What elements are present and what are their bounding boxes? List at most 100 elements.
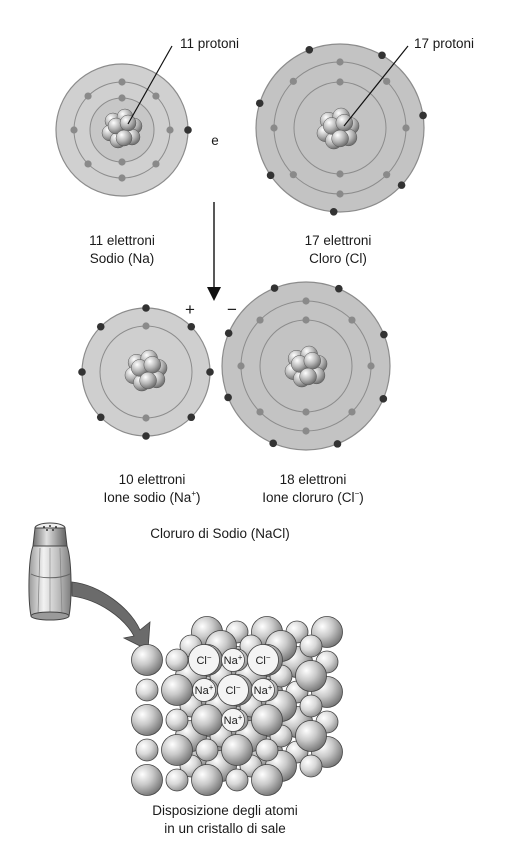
chlorine-electron-shell1 <box>336 170 344 178</box>
crystal-caption-line1: Disposizione degli atomi <box>152 803 298 818</box>
nucleon <box>331 129 349 148</box>
sodium-ion-electron-shell1 <box>142 322 150 330</box>
chlorine-name-label: Cloro (Cl) <box>309 251 367 266</box>
chloride-sphere <box>161 674 193 706</box>
labelled-sodium-sphere <box>221 648 245 672</box>
electrons-layer <box>70 46 427 448</box>
chlorine-electron-shell2 <box>402 124 410 132</box>
chloride-ion-electron-shell2 <box>256 316 264 324</box>
sodium-sphere <box>135 738 159 762</box>
nucleon <box>299 367 317 386</box>
ion-sodium-name-label: Ione sodio (Na+) <box>104 489 201 505</box>
crystal-label-na-3: Na+ <box>254 683 273 697</box>
labelled-chloride-sphere <box>188 644 220 676</box>
nucleon <box>115 129 133 147</box>
nucleon <box>143 356 161 374</box>
chloride-ion-electron-shell3 <box>224 329 233 337</box>
crystal-label-na-4: Na+ <box>224 713 243 727</box>
chloride-ion-electron-shell1 <box>302 316 310 324</box>
chlorine-valence-electron <box>397 181 406 189</box>
sodium-electron-shell2 <box>118 78 126 86</box>
labelled-sodium-sphere <box>251 678 275 702</box>
minus-sign: − <box>227 300 237 319</box>
plus-sign: + <box>185 300 195 319</box>
ion-sodium-electrons-label: 10 elettroni <box>119 472 186 487</box>
chlorine-electron-shell2 <box>289 77 297 85</box>
chloride-sphere <box>161 734 193 766</box>
sodium-ion-electron-shell2 <box>206 368 214 376</box>
chloride-ion-electron-shell2 <box>367 362 375 370</box>
sodium-electron-shell1 <box>118 94 126 102</box>
sodium-electron-shell2 <box>118 174 126 182</box>
chloride-ion-electron-shell3 <box>269 439 277 448</box>
chlorine-protons-label: 17 protoni <box>414 36 474 51</box>
crystal-labels: Cl− Na+ Cl− Na+ Cl− Na+ Na+ <box>195 653 273 727</box>
nucleon <box>139 371 157 390</box>
chloride-sphere <box>251 764 283 796</box>
chloride-ion-electron-shell1 <box>302 408 310 416</box>
sodium-electron-shell2 <box>166 126 174 134</box>
compound-label: Cloruro di Sodio (NaCl) <box>150 526 290 541</box>
chlorine-valence-electron <box>255 99 264 108</box>
sodium-ion-electron-shell2 <box>187 322 196 331</box>
sodium-sphere <box>299 694 323 718</box>
sodium-sphere <box>195 738 219 762</box>
nucleon <box>303 352 321 370</box>
conjunction-label: e <box>211 133 219 148</box>
sodium-electron-shell2 <box>84 160 92 168</box>
sodium-electron-shell2 <box>152 160 160 168</box>
chlorine-proton-pointer <box>343 45 409 127</box>
chloride-ion-nucleus <box>284 345 328 388</box>
sodium-protons-label: 11 protoni <box>180 36 239 51</box>
sodium-electron-shell2 <box>84 92 92 100</box>
chloride-sphere <box>131 644 163 676</box>
chloride-ion-electron-shell3 <box>270 284 279 292</box>
chloride-sphere <box>191 764 223 796</box>
chloride-ion-electron-shell3 <box>333 440 342 448</box>
reaction-arrow-head <box>207 287 221 301</box>
sodium-sphere <box>135 678 159 702</box>
sodium-sphere <box>165 708 189 732</box>
chlorine-valence-electron <box>305 46 314 54</box>
chlorine-valence-electron <box>419 111 427 120</box>
chloride-ion-electron-shell3 <box>379 395 388 403</box>
chloride-ion <box>221 281 391 451</box>
sodium-sphere <box>299 634 323 658</box>
sodium-valence-electron <box>184 126 192 134</box>
chloride-ion-electron-shell3 <box>224 393 232 402</box>
chloride-ion-electron-shell2 <box>302 427 310 435</box>
crystal-label-cl-1: Cl− <box>196 653 211 667</box>
chlorine-electron-shell1 <box>336 78 344 86</box>
sodium-sphere <box>299 754 323 778</box>
chloride-ion-electron-shell2 <box>348 316 356 324</box>
chloride-ion-electron-shell3 <box>380 330 388 339</box>
sodium-ion-electron-shell2 <box>142 304 150 312</box>
sodium-ion-electron-shell2 <box>96 413 105 422</box>
nucleon <box>335 114 353 132</box>
chlorine-valence-electron <box>329 207 338 216</box>
crystal-label-cl-3: Cl− <box>225 683 240 697</box>
chloride-sphere <box>131 764 163 796</box>
sodium-ion-electron-shell1 <box>142 414 150 422</box>
sodium-sphere <box>225 768 249 792</box>
sodium-sphere <box>255 738 279 762</box>
crystal-caption-line2: in un cristallo di sale <box>164 821 286 836</box>
crystal-label-cl-2: Cl− <box>255 653 270 667</box>
sodium-sphere <box>165 648 189 672</box>
sodium-electrons-label: 11 elettroni <box>89 233 155 248</box>
chloride-ion-electron-shell2 <box>256 408 264 416</box>
chlorine-electrons-label: 17 elettroni <box>305 233 372 248</box>
chlorine-electron-shell2 <box>383 77 391 85</box>
chloride-sphere <box>191 704 223 736</box>
pour-arrow <box>71 581 151 651</box>
chloride-sphere <box>295 720 327 752</box>
labelled-sodium-sphere <box>221 708 245 732</box>
sodium-ion-electron-shell2 <box>187 413 196 422</box>
chlorine-electron-shell2 <box>336 190 344 198</box>
sodium-name-label: Sodio (Na) <box>90 251 155 266</box>
chloride-sphere <box>131 704 163 736</box>
sodium-ion-electron-shell2 <box>96 322 105 331</box>
chlorine-valence-electron <box>266 171 275 180</box>
crystal-label-na-2: Na+ <box>195 683 214 697</box>
